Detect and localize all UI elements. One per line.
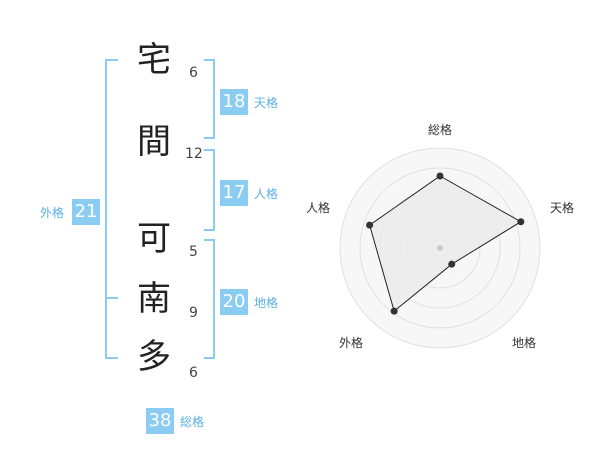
radar-label-chikaku: 地格: [511, 336, 536, 350]
jinkaku-value: 17: [220, 180, 248, 206]
radar-label-gaikaku: 外格: [338, 336, 363, 350]
tenkaku-label: 天格: [254, 96, 279, 110]
radar-label-tenkaku: 天格: [549, 201, 574, 215]
name-char-4: 南: [137, 279, 171, 319]
stroke-count-4: 9: [189, 305, 198, 321]
gaikaku-bracket: [105, 59, 118, 359]
chikaku-value: 20: [220, 289, 248, 315]
name-char-1: 宅: [137, 40, 171, 80]
jinkaku-bracket: [204, 149, 215, 231]
tenkaku-value: 18: [220, 89, 248, 115]
radar-point-2: [517, 218, 525, 226]
stroke-count-2: 12: [185, 146, 203, 162]
radar-label-jinkaku: 人格: [305, 201, 330, 215]
chikaku-label: 地格: [254, 296, 279, 310]
chikaku-bracket: [204, 239, 215, 359]
tenkaku-bracket: [204, 59, 215, 139]
stroke-count-3: 5: [189, 244, 198, 260]
stroke-count-1: 6: [189, 65, 198, 81]
radar-center-point: [437, 245, 443, 251]
gaikaku-label: 外格: [40, 206, 65, 220]
jinkaku-label: 人格: [254, 187, 279, 201]
radar-series-polygon: [369, 175, 522, 312]
radar-point-5: [366, 221, 374, 229]
radar-point-3: [448, 260, 456, 268]
name-char-2: 間: [137, 122, 171, 162]
radar-point-1: [436, 172, 444, 180]
gaikaku-value: 21: [72, 199, 100, 225]
soukaku-label: 総格: [180, 415, 205, 429]
stroke-count-5: 6: [189, 365, 198, 381]
name-char-5: 多: [137, 337, 171, 377]
radar-point-4: [390, 307, 398, 315]
name-char-3: 可: [137, 219, 171, 259]
radar-label-soukaku: 総格: [427, 123, 452, 137]
soukaku-value: 38: [146, 408, 174, 434]
